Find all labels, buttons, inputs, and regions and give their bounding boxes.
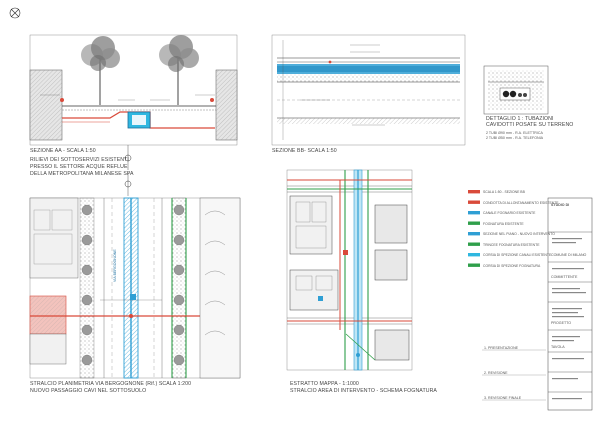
titleblock-row-4: TAVOLA bbox=[551, 345, 565, 349]
legend-swatch bbox=[468, 242, 480, 246]
section-aa-caption: SEZIONE AA - SCALA 1:50 bbox=[30, 148, 96, 154]
titleblock-row-1: COMUNE DI MILANO bbox=[551, 253, 587, 257]
legend-label: TRINCEE FOGNATURA ESISTENTE bbox=[483, 242, 540, 247]
revision-1: 1. PRESENTAZIONE bbox=[484, 346, 519, 350]
plan-right-caption-line-1: ESTRATTO MAPPA - 1:1000 bbox=[290, 381, 359, 387]
plan-right-drawing bbox=[286, 169, 413, 371]
legend-swatch bbox=[468, 263, 480, 267]
section-aa-note-line-1: RILIEVI DEI SOTTOSERVIZI ESISTENTI bbox=[30, 157, 129, 163]
section-bb-caption: SEZIONE BB- SCALA 1:50 bbox=[272, 148, 337, 154]
detail-note-1: 2 TUBI Ø90 mm - R.A. ELETTRICA bbox=[486, 131, 543, 135]
legend bbox=[468, 190, 480, 267]
titleblock-row-2: COMMITTENTE bbox=[551, 275, 578, 279]
legend-swatch bbox=[468, 190, 480, 194]
detail-caption-line-1: DETTAGLIO 1 : TUBAZIONI bbox=[486, 116, 554, 122]
tree-icon bbox=[159, 35, 199, 105]
section-aa-note-line-3: DELLA METROPOLITANA MILANESE SPA bbox=[30, 171, 134, 177]
revision-2: 2. REVISIONE bbox=[484, 371, 508, 375]
legend-swatch bbox=[468, 221, 480, 225]
detail-drawing bbox=[483, 65, 549, 115]
revision-3: 3. REVISIONE FINALE bbox=[484, 396, 522, 400]
legend-label: CORSIA DI SPEZIONE CANALI ESISTENTE bbox=[483, 253, 552, 257]
legend-label: FOGNATURA ESISTENTE bbox=[483, 221, 524, 226]
titleblock-row-3: PROGETTO bbox=[551, 321, 572, 325]
legend-swatch bbox=[468, 200, 480, 204]
plan-left-caption-line-2: NUOVO PASSAGGIO CAVI NEL SOTTOSUOLO bbox=[30, 388, 147, 394]
plan-left-caption-line-1: STRALCIO PLANIMETRIA VIA BERGOGNONE (Rif… bbox=[30, 381, 192, 387]
legend-swatch bbox=[468, 232, 480, 236]
studio-name: STUDIO DI bbox=[551, 203, 570, 207]
legend-label: CANALE FOGNARIO ESISTENTE bbox=[483, 211, 536, 215]
title-block bbox=[482, 197, 593, 411]
legend-label: SEZIONE NEL PIANO - NUOVO INTERVENTO bbox=[483, 232, 555, 236]
legend-label: SCALA 1:50 - SEZIONE BB bbox=[483, 190, 525, 194]
legend-swatch bbox=[468, 211, 480, 215]
legend-label: CONDOTTA DI ALLONTANAMENTO ESISTENTE bbox=[483, 200, 559, 205]
plan-right-caption-line-2: STRALCIO AREA DI INTERVENTO - SCHEMA FOG… bbox=[290, 388, 437, 394]
legend-label: CORSIA DI SPEZIONE FOGNATURA bbox=[483, 263, 541, 268]
street-label: VIA BERGOGNONE bbox=[113, 249, 117, 282]
plan-left-drawing bbox=[29, 197, 241, 379]
section-aa-drawing bbox=[29, 34, 238, 196]
detail-caption-line-2: CAVIDOTTI POSATE SU TERRENO bbox=[486, 122, 574, 128]
section-aa-note-line-2: PRESSO IL SETTORE ACQUE REFLUE bbox=[30, 164, 128, 170]
detail-note-2: 2 TUBI Ø50 mm - R.A. TELEFONIA bbox=[486, 136, 543, 140]
legend-swatch bbox=[468, 253, 480, 257]
tree-icon bbox=[81, 36, 120, 105]
section-bb-drawing bbox=[271, 34, 466, 146]
north-arrow-icon bbox=[9, 7, 21, 19]
